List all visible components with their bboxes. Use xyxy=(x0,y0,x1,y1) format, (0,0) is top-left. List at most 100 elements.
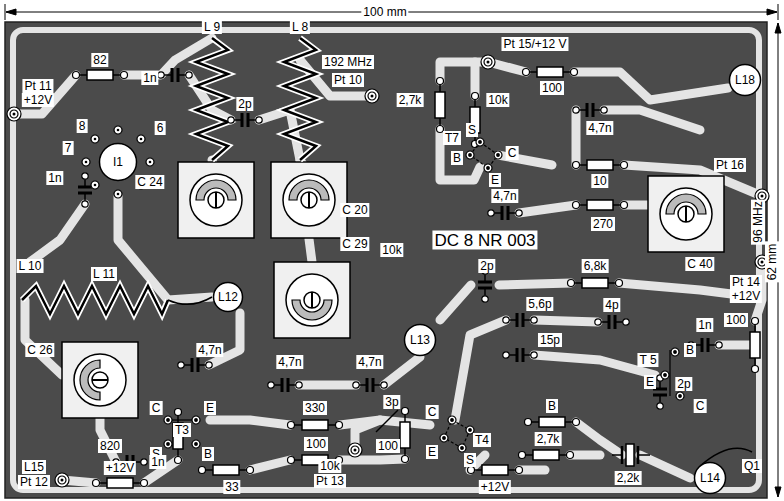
board-label: 2p xyxy=(478,259,495,273)
board-label: 15p xyxy=(538,333,562,347)
board-label: E xyxy=(426,445,438,459)
board-label: B xyxy=(684,343,696,357)
board-label: 270 xyxy=(591,217,615,231)
board-label: 2,2k xyxy=(615,471,642,485)
board-label: +12V xyxy=(104,461,136,475)
board-label: B xyxy=(202,447,214,461)
board-label: 62 mm xyxy=(765,242,779,283)
board-label: 6,8k xyxy=(582,259,609,273)
board-label: S xyxy=(466,123,478,137)
board-label: 3p xyxy=(383,395,400,409)
board-label: 10k xyxy=(318,459,341,473)
board-label: C 20 xyxy=(340,203,369,217)
board-label: +12V xyxy=(730,289,762,303)
board-label: Pt 10 xyxy=(332,73,364,87)
coil-symbol xyxy=(22,38,752,466)
coil-circle: L14 xyxy=(693,461,727,495)
board-label: C xyxy=(150,401,163,415)
board-label: C xyxy=(506,146,519,160)
board-label: T4 xyxy=(473,433,491,447)
board-label: 5,6p xyxy=(526,297,553,311)
board-label: Q1 xyxy=(742,459,762,473)
part-name: L18 xyxy=(735,74,755,86)
board-label: 1n xyxy=(149,455,166,469)
transistor-pads xyxy=(164,138,684,452)
board-label: C 40 xyxy=(685,257,714,271)
board-label: 100 xyxy=(540,81,564,95)
board-label: 4,7n xyxy=(356,355,383,369)
pcb-board xyxy=(5,22,767,498)
board-label: C 24 xyxy=(135,175,164,189)
dimension-line xyxy=(5,4,781,497)
board-label: Pt 11 xyxy=(22,79,53,93)
part-name: L12 xyxy=(218,291,238,303)
trimmer-capacitor xyxy=(62,162,724,418)
coil-circle: L13 xyxy=(403,323,437,357)
board-label: 1n xyxy=(141,71,158,85)
board-label: 10k xyxy=(486,93,509,107)
board-label: Pt 12 xyxy=(18,475,50,489)
part-name: L13 xyxy=(410,334,430,346)
board-label: 330 xyxy=(303,401,327,415)
board-label: 8 xyxy=(77,119,88,133)
coil-circle: L18 xyxy=(728,63,762,97)
coil-circle: L12 xyxy=(212,281,244,313)
board-label: 7 xyxy=(63,141,74,155)
board-label: 192 MHz xyxy=(322,55,374,69)
board-label: 100 xyxy=(376,439,400,453)
board-label: T3 xyxy=(173,423,191,437)
copper-trace xyxy=(13,30,762,490)
board-label: +12V xyxy=(479,480,511,494)
board-label: B xyxy=(451,151,463,165)
board-label: DC 8 NR 003 xyxy=(432,231,537,250)
board-label: E xyxy=(644,375,656,389)
board-label: Pt 14 xyxy=(730,275,762,289)
board-label: 4,7n xyxy=(276,355,303,369)
board-label: 1n xyxy=(696,318,713,332)
board-label: C xyxy=(426,405,439,419)
board-label: T 5 xyxy=(637,353,658,367)
part-name: L14 xyxy=(700,472,720,484)
part-name: I1 xyxy=(113,156,123,168)
board-label: 10 xyxy=(591,174,608,188)
board-label: T7 xyxy=(443,131,461,145)
board-label: C xyxy=(694,399,707,413)
test-point xyxy=(7,55,769,487)
board-label: 1n xyxy=(46,171,63,185)
resistor-symbol xyxy=(73,67,761,488)
board-label: L 11 xyxy=(91,267,117,281)
board-label: L 9 xyxy=(202,20,222,34)
board-label: 100 xyxy=(304,437,328,451)
board-label: B xyxy=(546,399,558,413)
board-label: L 10 xyxy=(17,259,44,273)
board-label: 96 MHz xyxy=(751,199,765,244)
board-label: 100 xyxy=(724,313,748,327)
board-label: 33 xyxy=(223,480,240,494)
board-label: 4p xyxy=(603,298,620,312)
board-label: S xyxy=(464,453,476,467)
board-label: 10k xyxy=(380,243,403,257)
board-label: L15 xyxy=(22,460,46,474)
board-label: 4,7n xyxy=(196,343,223,357)
board-label: 4,7n xyxy=(586,121,613,135)
board-label: Pt 16 xyxy=(714,158,746,172)
board-label: 82 xyxy=(91,53,108,67)
crystal-symbol xyxy=(612,444,650,466)
board-label: 2,7k xyxy=(397,93,424,107)
board-label: C 29 xyxy=(340,237,369,251)
board-label: E xyxy=(489,173,501,187)
board-label: L 8 xyxy=(290,20,310,34)
board-label: 4,7n xyxy=(491,189,518,203)
board-label: 2p xyxy=(236,97,253,111)
board-label: E xyxy=(204,401,216,415)
capacitor-symbol xyxy=(78,68,722,469)
board-label: C 26 xyxy=(25,343,54,357)
board-label: Pt 13 xyxy=(314,474,346,488)
board-label: 100 mm xyxy=(361,5,408,19)
board-label: Pt 15/+12 V xyxy=(501,37,568,51)
board-label: 820 xyxy=(98,439,122,453)
board-label: 2p xyxy=(675,377,692,391)
board-label: 2,7k xyxy=(535,432,562,446)
board-label: 6 xyxy=(155,121,166,135)
